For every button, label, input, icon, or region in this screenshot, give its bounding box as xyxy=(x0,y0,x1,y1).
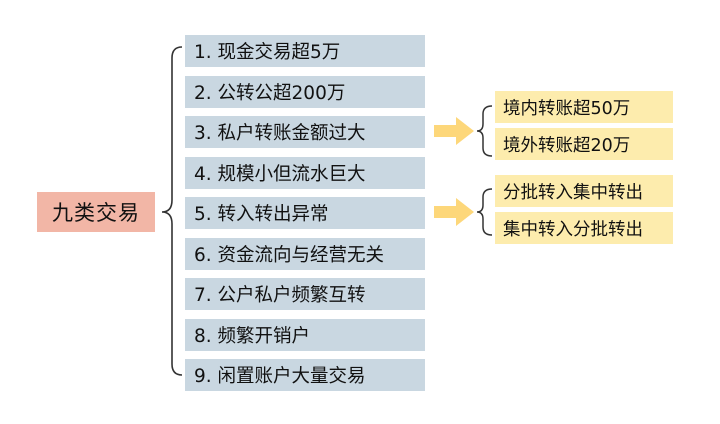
item-label: 8. 频繁开销户 xyxy=(194,326,311,347)
sub-item-5b: 集中转入分批转出 xyxy=(495,212,673,244)
sub-item-label: 境外转账超20万 xyxy=(503,135,631,156)
item-6: 6. 资金流向与经营无关 xyxy=(185,238,425,270)
item-8: 8. 频繁开销户 xyxy=(185,319,425,351)
sub-item-5a: 分批转入集中转出 xyxy=(495,175,673,207)
arrow-icon xyxy=(434,198,474,226)
sub-item-label: 境内转账超50万 xyxy=(503,98,631,119)
item-label: 3. 私户转账金额过大 xyxy=(194,123,366,144)
item-2: 2. 公转公超200万 xyxy=(185,76,425,108)
item-label: 9. 闲置账户大量交易 xyxy=(194,366,366,387)
sub-item-label: 集中转入分批转出 xyxy=(503,219,643,240)
root-node: 九类交易 xyxy=(37,192,155,232)
item-4: 4. 规模小但流水巨大 xyxy=(185,157,425,189)
item-label: 2. 公转公超200万 xyxy=(194,83,346,104)
item-5: 5. 转入转出异常 xyxy=(185,197,425,229)
item-7: 7. 公户私户频繁互转 xyxy=(185,278,425,310)
item-label: 7. 公户私户频繁互转 xyxy=(194,285,366,306)
sub-item-3b: 境外转账超20万 xyxy=(495,128,673,160)
item-label: 5. 转入转出异常 xyxy=(194,204,329,225)
root-label: 九类交易 xyxy=(52,201,140,225)
sub-bracket-1 xyxy=(476,105,493,157)
item-9: 9. 闲置账户大量交易 xyxy=(185,359,425,391)
item-label: 4. 规模小但流水巨大 xyxy=(194,164,366,185)
arrow-icon xyxy=(434,117,474,145)
sub-item-label: 分批转入集中转出 xyxy=(503,182,643,203)
item-label: 6. 资金流向与经营无关 xyxy=(194,245,385,266)
sub-bracket-2 xyxy=(476,188,493,236)
sub-item-3a: 境内转账超50万 xyxy=(495,91,673,123)
item-1: 1. 现金交易超5万 xyxy=(185,35,425,67)
item-label: 1. 现金交易超5万 xyxy=(194,42,341,63)
main-bracket xyxy=(161,46,183,376)
item-3: 3. 私户转账金额过大 xyxy=(185,116,425,148)
